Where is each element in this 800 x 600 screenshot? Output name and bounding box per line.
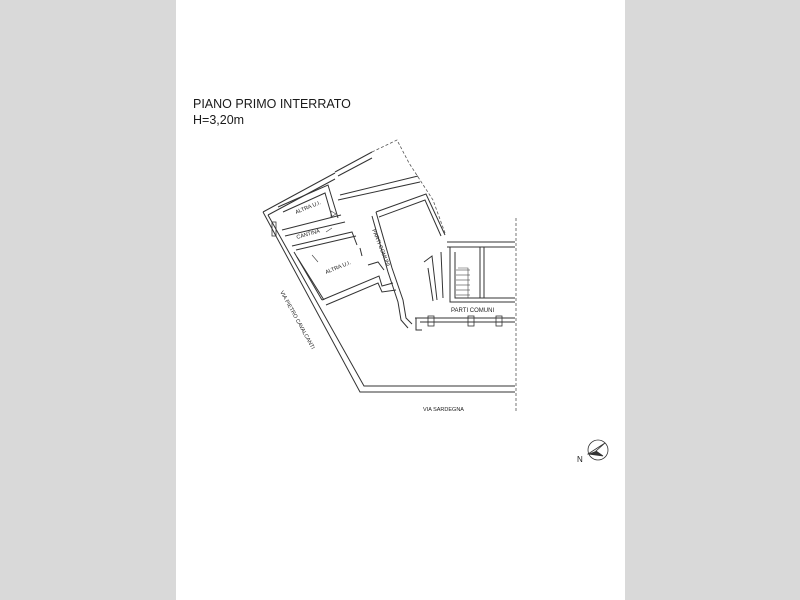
outer-walls [262, 151, 515, 393]
plan-title: PIANO PRIMO INTERRATO H=3,20m [193, 97, 351, 128]
floor-name: PIANO PRIMO INTERRATO [193, 97, 351, 111]
staircase [456, 267, 470, 298]
label-altra-ui-top: ALTRA U.I. [295, 200, 323, 216]
ceiling-height: H=3,20m [193, 112, 245, 127]
dashed-boundary-top [371, 139, 446, 234]
label-via-sardegna: VIA SARDEGNA [423, 407, 464, 413]
label-altra-ui-mid: ALTRA U.I. [325, 260, 353, 276]
interior-walls [277, 175, 515, 331]
door-marks [271, 210, 337, 263]
drawing-sheet [176, 0, 625, 600]
corridor-pillars [427, 315, 503, 327]
label-parti-comuni-bottom: PARTI COMUNI [451, 308, 494, 314]
north-arrow: N [577, 439, 609, 464]
label-parti-comuni-vertical: PARTI COMUNI [370, 229, 391, 268]
north-letter: N [577, 455, 583, 464]
